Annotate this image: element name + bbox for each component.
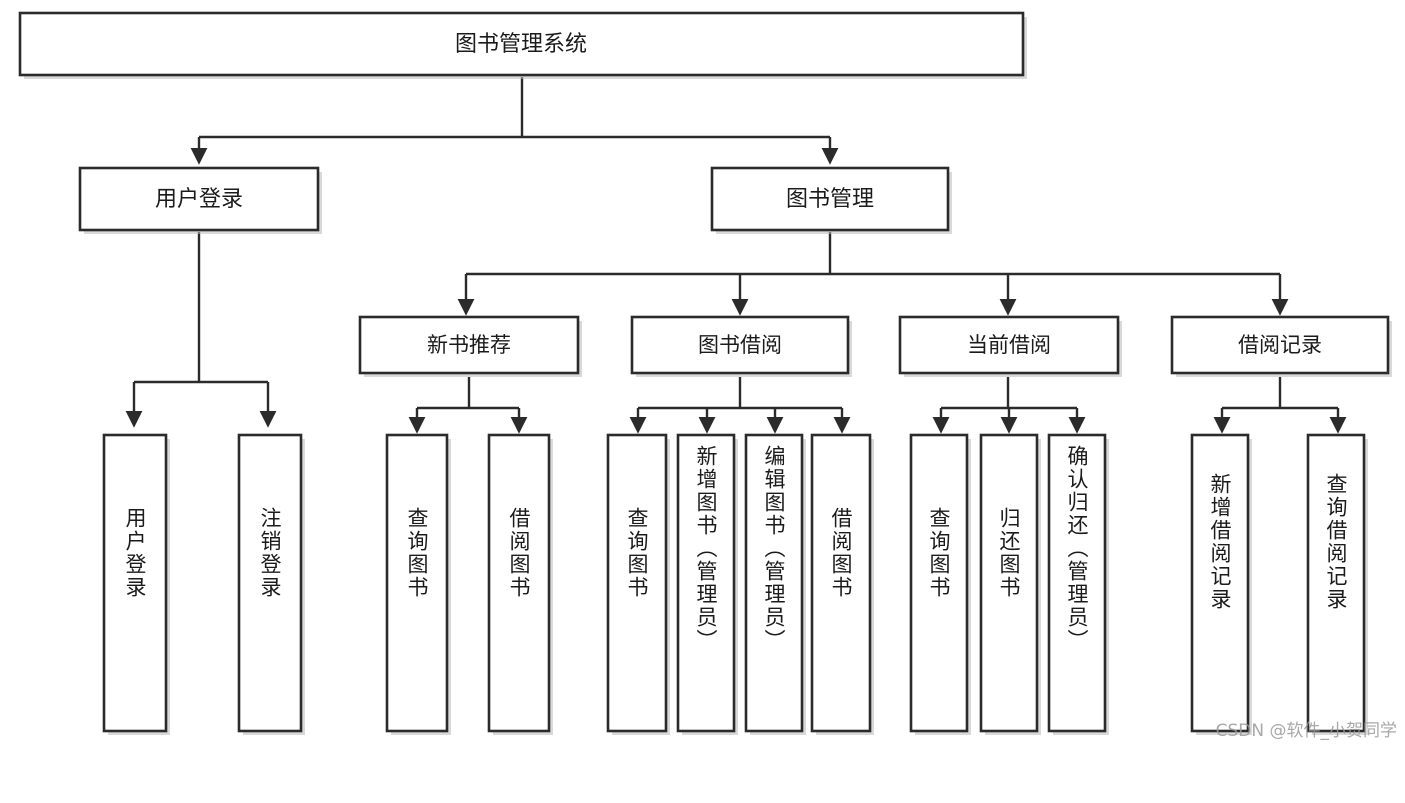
leaf-box-user-login-1[interactable] bbox=[237, 433, 303, 733]
leaf-box-new-book-1[interactable] bbox=[487, 433, 551, 733]
node-current-borrow-box[interactable] bbox=[898, 315, 1120, 375]
leaf-box-book-borrow-2[interactable] bbox=[744, 433, 804, 733]
nodes-layer: 图书管理系统 用户登录 图书管理 新书推荐 图书借阅 当前借阅 bbox=[18, 11, 1392, 735]
node-new-book-recommend-label: 新书推荐 bbox=[427, 333, 511, 357]
leaf-box-borrow-record-0[interactable] bbox=[1190, 433, 1250, 733]
node-book-borrow-label: 图书借阅 bbox=[698, 333, 782, 357]
node-current-borrow-label: 当前借阅 bbox=[967, 333, 1051, 357]
leaf-box-borrow-record-1[interactable] bbox=[1306, 433, 1366, 733]
node-book-mgmt-box[interactable] bbox=[710, 166, 950, 232]
node-book-borrow-box[interactable] bbox=[630, 315, 850, 375]
node-borrow-record-label: 借阅记录 bbox=[1238, 333, 1322, 357]
node-user-login-label: 用户登录 bbox=[155, 187, 243, 212]
leaf-box-current-borrow-2[interactable] bbox=[1047, 433, 1107, 733]
flowchart-diagram: 图书管理系统 用户登录 图书管理 新书推荐 图书借阅 当前借阅 bbox=[18, 11, 1397, 741]
node-book-mgmt-label: 图书管理 bbox=[786, 187, 874, 212]
leaf-box-book-borrow-0[interactable] bbox=[606, 433, 668, 733]
node-user-login-box[interactable] bbox=[78, 166, 320, 232]
leaf-box-current-borrow-0[interactable] bbox=[909, 433, 969, 733]
leaf-box-book-borrow-3[interactable] bbox=[810, 433, 872, 733]
node-root-box[interactable] bbox=[18, 11, 1025, 77]
leaf-box-new-book-0[interactable] bbox=[385, 433, 449, 733]
connectors-layer bbox=[125, 77, 1347, 434]
diagram-canvas: 图书管理系统 用户登录 图书管理 新书推荐 图书借阅 当前借阅 bbox=[18, 11, 1392, 735]
node-borrow-record-box[interactable] bbox=[1170, 315, 1390, 375]
leaf-box-book-borrow-1[interactable] bbox=[676, 433, 736, 733]
leaf-box-user-login-0[interactable] bbox=[102, 433, 168, 733]
node-new-book-recommend-box[interactable] bbox=[358, 315, 580, 375]
node-root-label: 图书管理系统 bbox=[455, 32, 587, 57]
leaf-box-current-borrow-1[interactable] bbox=[979, 433, 1039, 733]
